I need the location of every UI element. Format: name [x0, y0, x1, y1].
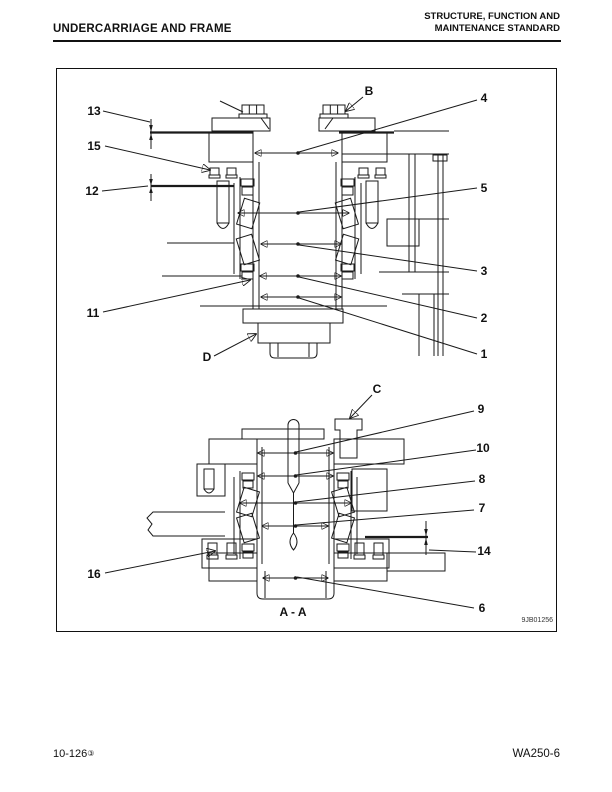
callout-7: 7	[479, 501, 486, 515]
page-number-text: 10-126	[53, 748, 88, 760]
figure-frame: 13 15 12 11 D B 4 5 3 2 1	[56, 68, 557, 632]
callout-1: 1	[481, 347, 488, 361]
callout-C: C	[373, 382, 382, 396]
callout-4: 4	[481, 91, 488, 105]
callout-10: 10	[476, 441, 490, 455]
chapter-title-line1: STRUCTURE, FUNCTION AND	[424, 11, 560, 22]
model-code: WA250-6	[512, 748, 560, 760]
drawing-id: 9JB01256	[521, 617, 553, 624]
page-header-chapter-title: STRUCTURE, FUNCTION AND MAINTENANCE STAN…	[424, 11, 560, 34]
callout-13: 13	[87, 104, 101, 118]
revision-mark: ③	[87, 749, 95, 758]
page-number: 10-126③	[53, 748, 94, 760]
hinge-pin-section-drawing: 13 15 12 11 D B 4 5 3 2 1	[85, 84, 553, 624]
bottom-view-callouts: C 9 10 8 7 14 16 6	[87, 382, 491, 615]
page-header-section-title: UNDERCARRIAGE AND FRAME	[53, 23, 232, 35]
callout-D: D	[203, 350, 212, 364]
bottom-view-drawing	[146, 418, 446, 600]
callout-12: 12	[85, 184, 99, 198]
callout-8: 8	[479, 472, 486, 486]
bottom-view-leaders	[104, 394, 477, 609]
chapter-title-line2: MAINTENANCE STANDARD	[434, 22, 560, 34]
section-label: A - A	[279, 605, 306, 619]
callout-2: 2	[481, 311, 488, 325]
callout-9: 9	[478, 402, 485, 416]
header-divider	[53, 40, 561, 42]
callout-14: 14	[477, 544, 491, 558]
callout-6: 6	[479, 601, 486, 615]
callout-B: B	[365, 84, 374, 98]
callout-15: 15	[87, 139, 101, 153]
callout-5: 5	[481, 181, 488, 195]
callout-11: 11	[87, 306, 100, 320]
top-view-callouts: 13 15 12 11 D B 4 5 3 2 1	[85, 84, 487, 364]
callout-3: 3	[481, 264, 488, 278]
top-view-drawing	[149, 100, 449, 359]
callout-16: 16	[87, 567, 101, 581]
top-view-leaders	[101, 96, 478, 357]
